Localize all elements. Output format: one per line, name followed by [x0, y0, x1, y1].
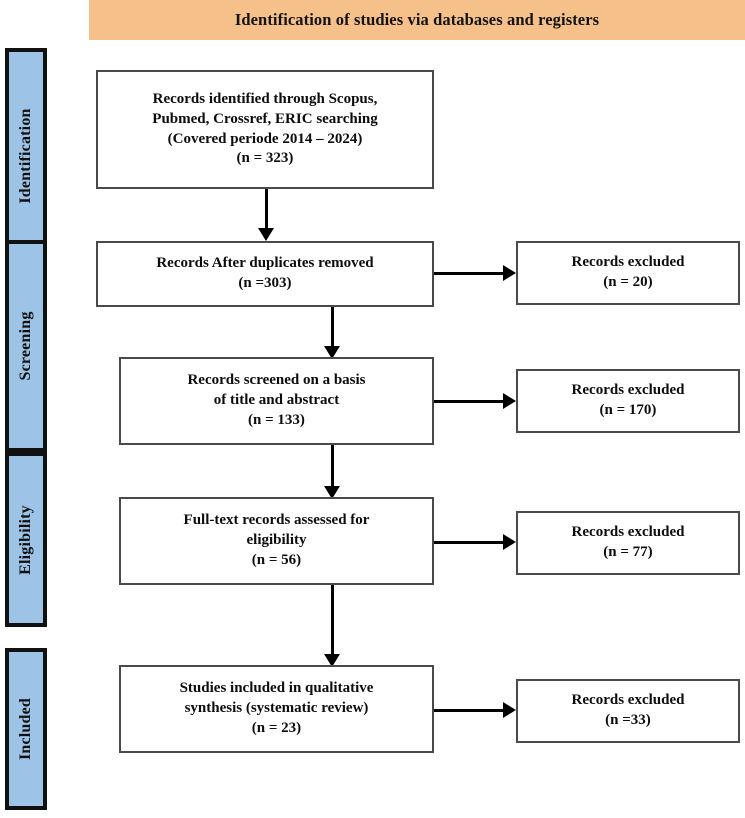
stage-label-screening: Screening: [17, 311, 34, 381]
connector-identified-to-duplicates: [265, 189, 268, 232]
flow-box-line: Records screened on a basis: [187, 372, 366, 389]
flow-box-line: eligibility: [246, 532, 307, 549]
stage-label-included: Included: [17, 697, 34, 761]
stage-bar-included: Included: [5, 648, 47, 810]
connector-duplicates-to-screened: [331, 307, 334, 349]
stage-label-identification: Identification: [17, 107, 34, 204]
excluded-box-line: Records excluded: [571, 254, 685, 271]
flow-box-records-screened: Records screened on a basis of title and…: [119, 357, 434, 445]
diagram-header-banner: Identification of studies via databases …: [89, 0, 745, 40]
flow-box-excluded-eligibility: Records excluded (n = 77): [516, 511, 740, 575]
flow-box-line: of title and abstract: [213, 392, 340, 409]
stage-bar-identification: Identification: [5, 48, 47, 263]
excluded-box-line: Records excluded: [571, 524, 685, 541]
flow-box-fulltext-assessed: Full-text records assessed for eligibili…: [119, 497, 434, 585]
flow-box-duplicates-removed: Records After duplicates removed (n =303…: [96, 241, 434, 307]
connector-fulltext-to-excluded: [434, 541, 506, 544]
connector-included-to-excluded: [434, 709, 506, 712]
excluded-box-line: Records excluded: [571, 692, 685, 709]
flow-box-line: (Covered periode 2014 – 2024): [167, 130, 363, 147]
diagram-title: Identification of studies via databases …: [234, 10, 600, 29]
arrow-down-icon: [324, 486, 340, 499]
excluded-box-count: (n = 20): [603, 274, 653, 290]
arrow-down-icon: [324, 346, 340, 359]
connector-screened-to-fulltext: [331, 445, 334, 489]
excluded-box-count: (n = 170): [599, 402, 657, 418]
flow-box-count: (n = 323): [236, 150, 294, 167]
excluded-box-count: (n =33): [605, 712, 651, 728]
flow-box-count: (n = 133): [248, 411, 305, 428]
flow-box-line: synthesis (systematic review): [184, 700, 369, 717]
flow-box-records-identified: Records identified through Scopus, Pubme…: [96, 70, 434, 189]
flow-box-line: Records After duplicates removed: [156, 255, 374, 272]
flow-box-excluded-included: Records excluded (n =33): [516, 679, 740, 743]
flow-box-count: (n = 56): [251, 551, 302, 568]
arrow-right-icon: [503, 702, 516, 718]
flow-box-count: (n = 23): [251, 719, 302, 736]
flow-box-excluded-duplicates: Records excluded (n = 20): [516, 241, 740, 305]
connector-duplicates-to-excluded: [434, 272, 506, 275]
stage-bar-screening: Screening: [5, 240, 47, 452]
flow-box-line: Pubmed, Crossref, ERIC searching: [152, 110, 378, 127]
excluded-box-line: Records excluded: [571, 382, 685, 399]
arrow-down-icon: [258, 228, 274, 241]
flow-box-studies-included: Studies included in qualitative synthesi…: [119, 665, 434, 753]
arrow-down-icon: [324, 654, 340, 667]
arrow-right-icon: [503, 265, 516, 281]
connector-fulltext-to-included: [331, 585, 334, 657]
flow-box-line: Full-text records assessed for: [183, 512, 370, 529]
stage-bar-eligibility: Eligibility: [5, 452, 47, 627]
flow-box-count: (n =303): [238, 275, 292, 291]
arrow-right-icon: [503, 534, 516, 550]
arrow-right-icon: [503, 393, 516, 409]
connector-screened-to-excluded: [434, 400, 506, 403]
flow-box-line: Studies included in qualitative: [179, 680, 374, 697]
stage-label-eligibility: Eligibility: [17, 504, 34, 575]
flow-box-line: Records identified through Scopus,: [152, 90, 378, 107]
excluded-box-count: (n = 77): [603, 544, 653, 560]
flow-box-excluded-screening: Records excluded (n = 170): [516, 369, 740, 433]
